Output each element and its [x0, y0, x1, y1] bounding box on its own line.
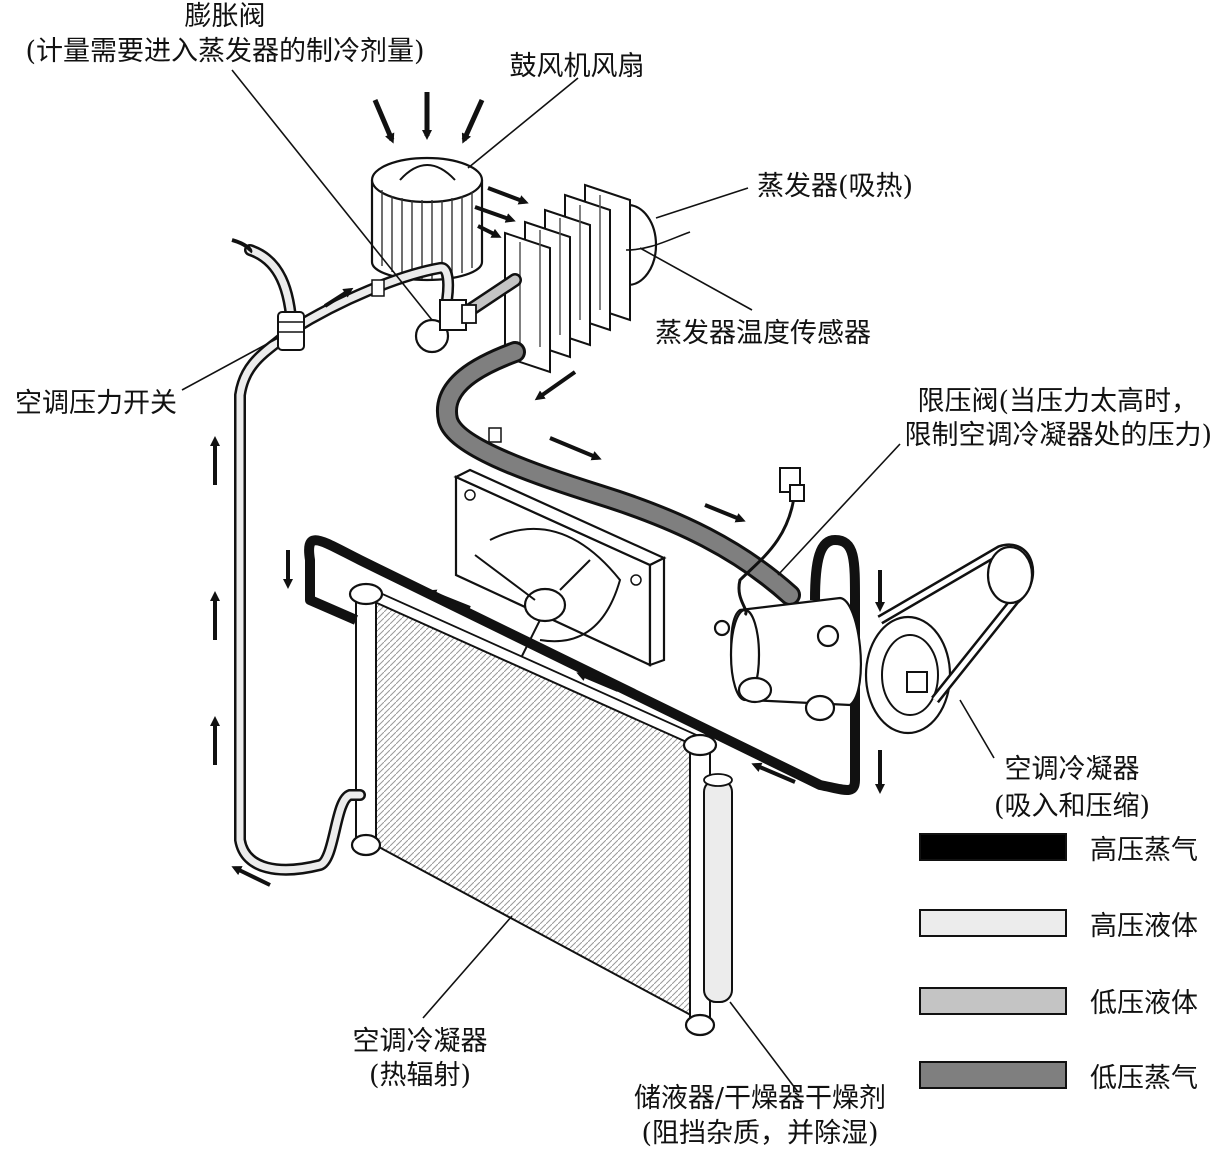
blower-fan-label: 鼓风机风扇 — [510, 51, 645, 82]
compressor-label: 空调冷凝器 — [1005, 754, 1140, 785]
receiver-drier-note: (阻挡杂质，并除湿) — [641, 1118, 878, 1149]
condenser-fan — [453, 468, 667, 667]
legend-label-high-pressure-liquid: 高压液体 — [1090, 911, 1198, 942]
legend-label-high-pressure-vapor: 高压蒸气 — [1090, 835, 1198, 866]
legend-label-low-pressure-vapor: 低压蒸气 — [1090, 1063, 1198, 1094]
compressor-note: (吸入和压缩) — [994, 791, 1150, 822]
ac-pressure-switch — [277, 279, 385, 351]
legend: 高压蒸气 高压液体 低压液体 低压蒸气 — [919, 833, 1198, 1094]
condenser-note: (热辐射) — [369, 1060, 471, 1091]
evaporator-label: 蒸发器(吸热) — [757, 171, 913, 202]
compressor — [713, 467, 1035, 735]
relief-valve-label: 限压阀(当压力太高时， — [917, 386, 1198, 417]
receiver-drier — [703, 773, 733, 1003]
legend-swatch-high-pressure-vapor — [919, 833, 1067, 861]
condenser-label: 空调冷凝器 — [353, 1026, 488, 1057]
expansion-valve — [414, 299, 477, 354]
legend-swatch-low-pressure-vapor — [919, 1061, 1067, 1089]
receiver-drier-label: 储液器/干燥器干燥剂 — [634, 1083, 886, 1114]
high-pressure-liquid-line — [231, 238, 455, 876]
evaporator — [504, 183, 691, 374]
relief-valve-note: 限制空调冷凝器处的压力) — [904, 420, 1212, 451]
expansion-valve-note: (计量需要进入蒸发器的制冷剂量) — [25, 36, 424, 67]
legend-swatch-low-pressure-liquid — [919, 987, 1067, 1015]
legend-label-low-pressure-liquid: 低压液体 — [1090, 988, 1198, 1019]
evaporator-temp-sensor-label: 蒸发器温度传感器 — [655, 318, 871, 349]
blower-fan — [370, 92, 485, 282]
legend-swatch-high-pressure-liquid — [919, 909, 1067, 937]
condenser-core — [348, 582, 718, 1037]
leader-lines — [181, 69, 995, 1093]
refrigerant-flow-arrows — [210, 287, 885, 887]
low-pressure-vapor-line — [436, 341, 801, 606]
air-flow-arrows — [474, 186, 529, 238]
expansion-valve-label: 膨胀阀 — [185, 1, 266, 32]
ac-pressure-switch-label: 空调压力开关 — [15, 388, 177, 419]
high-pressure-vapor-line — [304, 535, 860, 795]
